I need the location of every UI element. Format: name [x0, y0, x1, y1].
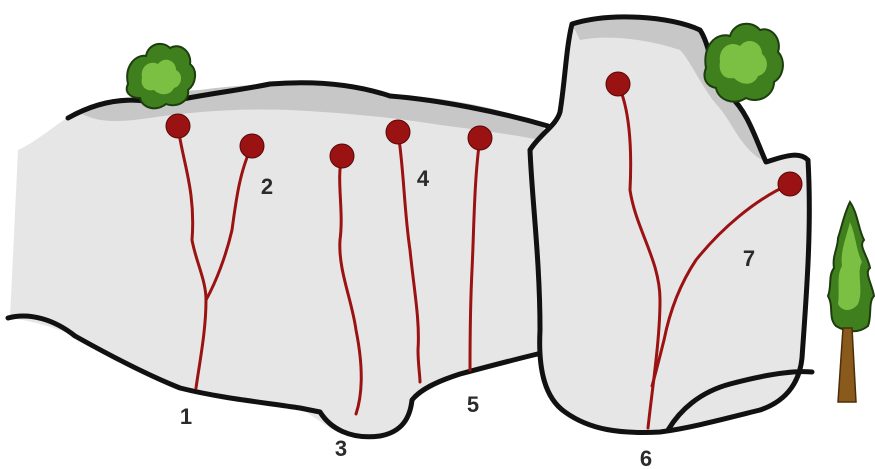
pine-trunk	[837, 327, 857, 403]
route-label-2: 2	[261, 174, 273, 199]
route-line-5	[468, 136, 482, 372]
route-label-1: 1	[180, 404, 192, 429]
route-line-7	[650, 182, 792, 388]
left-rock-face	[10, 84, 545, 437]
pine-tree	[826, 200, 875, 403]
route-line-6	[616, 82, 662, 430]
route-line-2	[204, 144, 254, 302]
bush-highlight	[141, 59, 182, 95]
route-lines	[176, 82, 792, 430]
anchor-icon	[385, 119, 411, 145]
route-label-3: 3	[335, 436, 347, 461]
route-label-7: 7	[743, 246, 755, 271]
bush-highlight	[719, 40, 767, 84]
right-rock-shadow	[572, 16, 766, 162]
left-rock-block	[5, 80, 551, 440]
route-line-3	[338, 154, 363, 416]
route-anchors	[165, 71, 803, 197]
route-label-5: 5	[467, 392, 479, 417]
bush-right	[703, 22, 784, 103]
anchor-icon	[165, 113, 191, 139]
route-label-4: 4	[417, 166, 430, 191]
anchor-icon	[777, 171, 803, 197]
bush-left	[125, 42, 196, 110]
anchor-icon	[239, 133, 265, 159]
anchor-icon	[329, 143, 355, 169]
route-labels: 1 2 3 4 5 6 7	[180, 166, 755, 469]
pine-highlight	[838, 222, 862, 310]
anchor-icon	[467, 125, 493, 151]
route-label-6: 6	[640, 446, 652, 469]
anchor-icon	[605, 71, 631, 97]
route-line-4	[396, 130, 422, 384]
route-line-1	[176, 124, 208, 390]
